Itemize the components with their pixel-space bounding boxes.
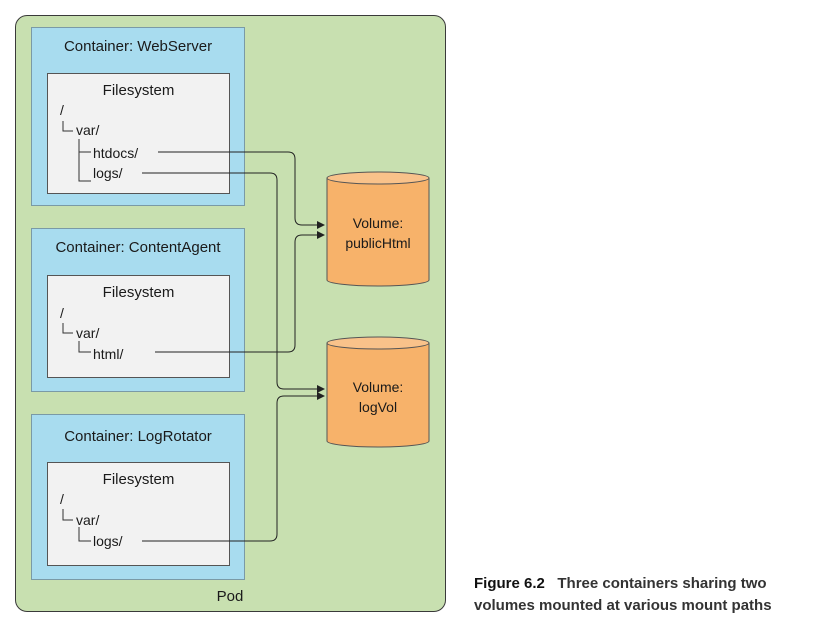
figure-caption: Figure 6.2 Three containers sharing two … [474,573,824,617]
arrow-weblogs-logvol [142,172,325,393]
path-html: html/ [93,346,124,362]
filesystem-title: Filesystem [102,82,175,99]
arrow-htdocs-publichtml [158,151,325,229]
path-htdocs: htdocs/ [93,145,139,161]
container-title: Container: ContentAgent [55,239,221,256]
mount-arrows [142,151,325,542]
filesystem-box: Filesystem / var/ htdocs/ logs/ [47,73,230,194]
arrow-html-publichtml [155,231,325,353]
volume-name-label: logVol [358,399,398,415]
volume-logvol [326,336,430,448]
volume-publichtml-label: Volume: publicHtml [327,213,429,253]
filesystem-box: Filesystem / var/ html/ [47,275,230,378]
volume-type-label: Volume: [352,379,404,395]
filesystem-title: Filesystem [102,471,175,488]
path-root: / [60,491,64,507]
container-logrotator: Container: LogRotator Filesystem / var/ … [31,414,245,580]
container-contentagent: Container: ContentAgent Filesystem / var… [31,228,245,392]
path-var: var/ [76,122,100,138]
path-var: var/ [76,512,100,528]
path-root: / [60,102,64,118]
tree-connectors [62,121,91,542]
container-title: Container: LogRotator [64,428,212,445]
volume-name-label: publicHtml [345,235,411,251]
volume-publichtml [326,171,430,287]
path-logs: logs/ [93,165,123,181]
path-var: var/ [76,325,100,341]
container-title: Container: WebServer [63,38,213,55]
figure-number: Figure 6.2 [474,575,545,592]
container-webserver: Container: WebServer Filesystem / var/ h… [31,27,245,206]
volume-logvol-label: Volume: logVol [327,377,429,417]
path-logs: logs/ [93,533,123,549]
pod-label: Pod [216,588,244,605]
path-root: / [60,305,64,321]
figure-caption-text: Three containers sharing two volumes mou… [474,575,772,614]
volume-type-label: Volume: [352,215,404,231]
filesystem-title: Filesystem [102,284,175,301]
arrow-rotatorlogs-logvol [142,392,325,542]
filesystem-box: Filesystem / var/ logs/ [47,462,230,566]
